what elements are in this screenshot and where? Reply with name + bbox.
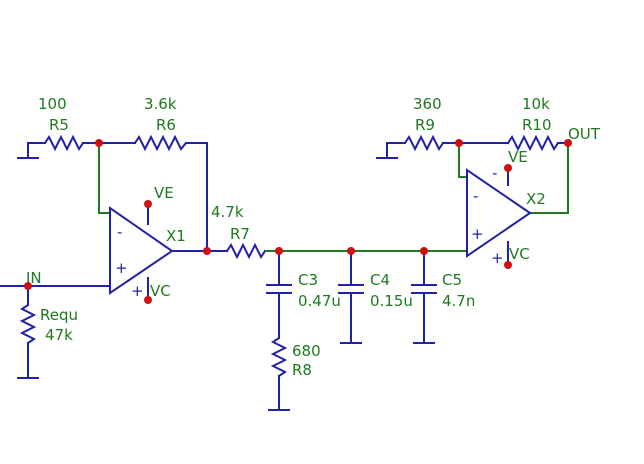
resistor-r10 xyxy=(506,134,560,152)
r10-value: 10k xyxy=(522,95,550,113)
node-x2-vc xyxy=(504,261,512,269)
resistor-r5 xyxy=(43,134,85,152)
requ-value: 47k xyxy=(45,326,73,344)
node-x1-vc xyxy=(144,296,152,304)
r9-ref: R9 xyxy=(415,116,435,134)
r6-value: 3.6k xyxy=(144,95,177,113)
node-input xyxy=(24,282,32,290)
x2-plus-sign: + xyxy=(471,225,484,243)
x2-vc-label: VC xyxy=(509,245,530,263)
r9-value: 360 xyxy=(413,95,442,113)
node-c5 xyxy=(420,247,428,255)
r5-ref: R5 xyxy=(49,116,69,134)
x2-minus-sign: - xyxy=(473,187,478,205)
node-output xyxy=(564,139,572,147)
c5-value: 4.7n xyxy=(442,292,475,310)
c4-ref: C4 xyxy=(370,271,390,289)
node-c3 xyxy=(275,247,283,255)
resistor-r7 xyxy=(225,242,267,260)
x1-plus-sign: + xyxy=(115,259,128,277)
x1-ve-label: VE xyxy=(154,184,174,202)
r8-ref: R8 xyxy=(292,361,312,379)
node-c4 xyxy=(347,247,355,255)
output-port-label: OUT xyxy=(568,125,601,143)
wire-x2-feedback xyxy=(530,143,569,214)
r10-ref: R10 xyxy=(522,116,552,134)
c3-value: 0.47u xyxy=(298,292,341,310)
wire-x2-inverting xyxy=(458,143,467,178)
r6-ref: R6 xyxy=(156,116,176,134)
r7-ref: R7 xyxy=(230,225,250,243)
r8-value: 680 xyxy=(292,342,321,360)
x2-vc-plus: + xyxy=(491,249,504,267)
x1-vc-plus: + xyxy=(131,282,144,300)
ground-r9 xyxy=(376,142,398,159)
node-x1-ve xyxy=(144,200,152,208)
ground-r5 xyxy=(17,142,39,159)
wire-x1-inverting xyxy=(98,143,110,214)
c4-value: 0.15u xyxy=(370,292,413,310)
node-x1-output xyxy=(203,247,211,255)
node-x2-ve xyxy=(504,164,512,172)
x1-ref-label: X1 xyxy=(166,227,186,245)
resistor-requ xyxy=(19,303,37,345)
c3-ref: C3 xyxy=(298,271,318,289)
r7-value: 4.7k xyxy=(211,203,244,221)
resistor-r6 xyxy=(133,134,188,152)
x2-ref-label: X2 xyxy=(526,190,546,208)
x2-ve-minus: - xyxy=(492,164,497,182)
node-r9-r10 xyxy=(455,139,463,147)
c5-ref: C5 xyxy=(442,271,462,289)
input-port-label: IN xyxy=(26,269,42,287)
resistor-r9 xyxy=(403,134,445,152)
node-r5-r6 xyxy=(95,139,103,147)
x2-ve-label: VE xyxy=(508,148,528,166)
x1-vc-label: VC xyxy=(150,282,171,300)
x1-minus-sign: - xyxy=(117,223,122,241)
r5-value: 100 xyxy=(38,95,67,113)
requ-ref: Requ xyxy=(40,306,78,324)
resistor-r8 xyxy=(270,336,288,378)
